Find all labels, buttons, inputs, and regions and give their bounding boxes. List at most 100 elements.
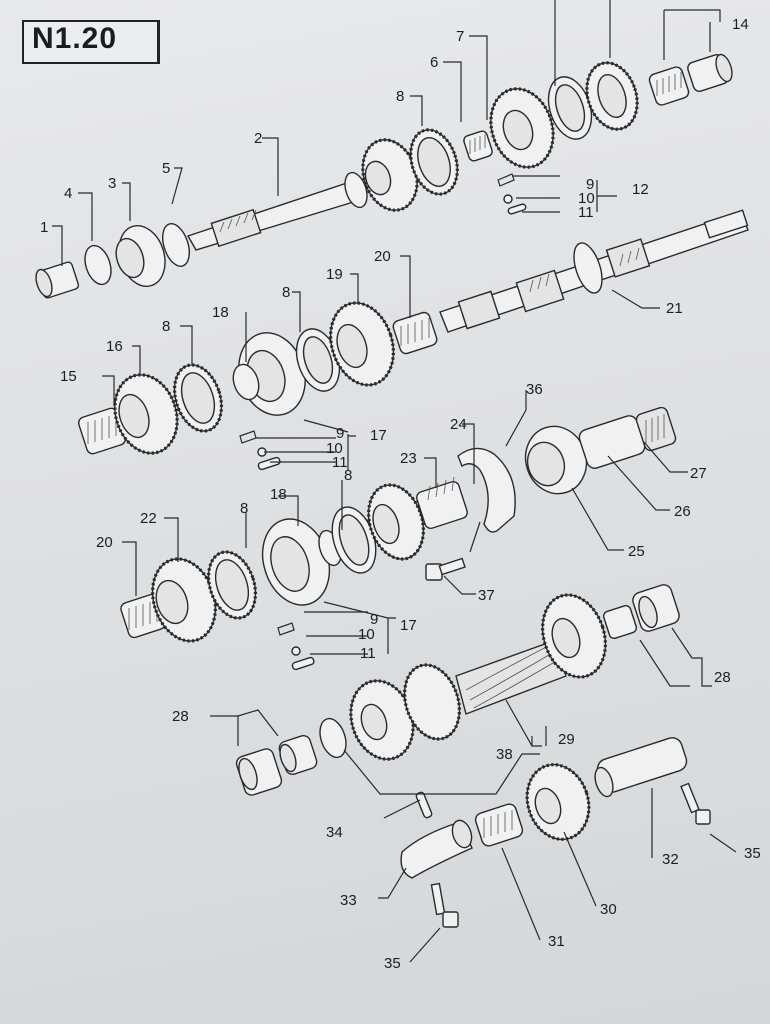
part-14-needle-bearing-bush [648, 53, 733, 106]
part-20-needle-bearing-row2 [392, 311, 438, 355]
callout-9-row2: 9 [336, 425, 344, 442]
callout-1: 1 [40, 219, 48, 236]
callout-9-top: 9 [586, 176, 594, 193]
callout-21: 21 [666, 300, 683, 317]
callout-2: 2 [254, 130, 262, 147]
input-shaft-assembly [35, 53, 733, 299]
part-25-ball-bearing [524, 425, 588, 495]
mainshaft-assembly [77, 209, 749, 471]
callout-35-bottom: 35 [384, 955, 401, 972]
callout-25: 25 [628, 543, 645, 560]
part-4-circlip [84, 244, 112, 286]
callout-18-row3: 18 [270, 486, 287, 503]
callout-22: 22 [140, 510, 157, 527]
part-17-detent-kit-row2 [239, 430, 281, 471]
callout-28-right: 28 [714, 669, 731, 686]
part-2-input-shaft [186, 171, 368, 251]
callout-28-left: 28 [172, 708, 189, 725]
part-7-synchro-hub [489, 87, 555, 169]
callout-11-top: 11 [578, 204, 594, 221]
callout-31: 31 [548, 933, 565, 950]
callout-20-row3: 20 [96, 534, 113, 551]
callout-14: 14 [732, 16, 749, 33]
callout-9-row3: 9 [370, 611, 378, 628]
callout-3: 3 [108, 175, 116, 192]
part-33-idler-shaft [400, 819, 473, 879]
part-3-bearing [115, 225, 166, 287]
part-12-detent-kit-top [497, 173, 527, 215]
part-6-needle-bearing [463, 130, 493, 162]
callout-10-row3: 10 [358, 626, 375, 643]
part-36-retainer-plate [457, 447, 516, 533]
part-27-spring [635, 406, 677, 452]
part-8-synchro-ring-row3-right [331, 506, 377, 574]
reference-box [22, 20, 160, 64]
part-32-reverse-shaft [594, 737, 688, 798]
part-17-detent-kit-row3 [277, 622, 315, 671]
callout-7: 7 [456, 28, 464, 45]
reverse-and-third-row-assembly [120, 406, 677, 671]
callout-11-row3: 11 [360, 645, 376, 662]
reverse-idler-assembly [400, 737, 711, 928]
callout-10-top: 10 [578, 190, 595, 207]
callout-36: 36 [526, 381, 543, 398]
callout-32: 32 [662, 851, 679, 868]
part-23-gear [367, 483, 425, 561]
part-8-synchro-ring-upper [547, 76, 593, 140]
callout-11-row2: 11 [332, 454, 348, 471]
callout-30: 30 [600, 901, 617, 918]
callout-37: 37 [478, 587, 495, 604]
part-1-sleeve [35, 261, 80, 299]
callout-12: 12 [632, 181, 649, 198]
callout-27: 27 [690, 465, 707, 482]
part-31-needle-bearing [474, 803, 524, 847]
part-gear-upper-right [585, 61, 639, 131]
part-37-bolt [425, 557, 466, 581]
part-35-bolt-bottom [430, 882, 459, 928]
callout-numbers: 1 2 3 4 5 6 7 8 9 10 11 12 14 15 16 8 18… [40, 16, 761, 972]
part-35-bolt-right [680, 782, 711, 825]
callout-19: 19 [326, 266, 343, 283]
callout-5: 5 [162, 160, 170, 177]
part-21-mainshaft [439, 209, 749, 333]
part-8-synchro-ring-row2-left [172, 363, 224, 433]
part-28-race-left [278, 735, 318, 775]
callout-17-row3: 17 [400, 617, 417, 634]
callout-23: 23 [400, 450, 417, 467]
part-18-synchro-hub-row2 [232, 332, 306, 416]
leader-lines [52, 0, 737, 963]
callout-8-row3: 8 [240, 500, 248, 517]
part-8-synchro-ring-row3-left [206, 550, 258, 620]
callout-17-row2: 17 [370, 427, 387, 444]
callout-35-right: 35 [744, 845, 761, 862]
callout-4: 4 [64, 185, 72, 202]
part-5-snap-ring [162, 223, 190, 267]
callout-34: 34 [326, 824, 343, 841]
callout-20-row2: 20 [374, 248, 391, 265]
callout-10-row2: 10 [326, 440, 343, 457]
callout-18-row2: 18 [212, 304, 229, 321]
callout-8-row2: 8 [162, 318, 170, 335]
reference-label: N1.20 [32, 22, 118, 55]
part-19-gear [329, 301, 395, 387]
callout-38: 38 [496, 746, 513, 763]
part-30-idler-gear [525, 763, 591, 841]
part-18-synchro-hub-row3 [261, 518, 342, 606]
part-8-synchro-ring-top [409, 128, 459, 196]
callout-33: 33 [340, 892, 357, 909]
callout-16: 16 [106, 338, 123, 355]
part-38-circlip [319, 717, 347, 759]
part-28-roller-bearing-left [235, 748, 283, 796]
layshaft-assembly [235, 584, 680, 796]
part-8-synchro-ring-row2-mid [295, 328, 341, 392]
callout-8-row2b: 8 [282, 284, 290, 301]
part-16-gear [113, 373, 179, 455]
callout-29: 29 [558, 731, 575, 748]
callout-24: 24 [450, 416, 467, 433]
part-28-roller-bearing-right [632, 584, 680, 632]
callout-15: 15 [60, 368, 77, 385]
callout-8-top: 8 [396, 88, 404, 105]
part-34-roll-pin [415, 791, 433, 819]
